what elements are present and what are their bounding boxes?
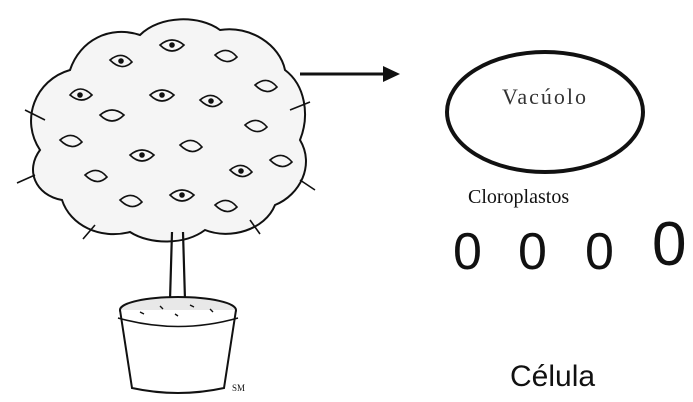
chloroplast-3: 0	[585, 226, 614, 278]
chloroplast-1: 0	[453, 226, 482, 278]
arrow-right-icon	[300, 66, 400, 82]
chloroplast-2: 0	[518, 226, 547, 278]
cell-label: Célula	[510, 360, 595, 394]
potted-tree-icon	[17, 19, 315, 393]
illustrator-mark: SM	[232, 383, 245, 393]
chloroplasts-label: Cloroplastos	[468, 186, 569, 209]
vacuole-shape	[447, 52, 643, 172]
vacuole-label: Vacúolo	[455, 84, 635, 110]
chloroplast-4: 0	[652, 214, 686, 276]
